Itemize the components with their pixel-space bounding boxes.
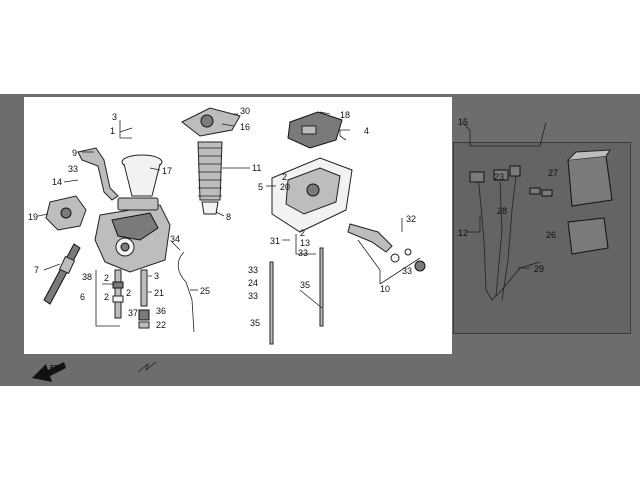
rubber-mount [567, 217, 609, 255]
callout-21: 21 [154, 288, 164, 298]
callout-6: 6 [80, 292, 85, 302]
callout-22: 22 [156, 320, 166, 330]
vacuum-piston [121, 154, 163, 197]
front-marker-label: FR. [50, 365, 61, 372]
callout-18: 18 [340, 110, 350, 120]
callout-2-e: 2 [300, 228, 305, 238]
callout-26: 26 [546, 230, 556, 240]
callout-2-b: 2 [104, 292, 109, 302]
jet-stack-center [138, 269, 150, 329]
callout-1: 1 [110, 126, 115, 136]
callout-2-c: 2 [126, 288, 131, 298]
float-and-needle [347, 223, 426, 272]
callout-37: 37 [128, 308, 138, 318]
callout-labels: 1 3 30 16 11 8 17 9 33 14 19 7 38 6 2 2 … [28, 106, 558, 330]
callout-5: 5 [258, 182, 263, 192]
jet-stack-left [112, 269, 124, 319]
diaphragm-spring [197, 141, 223, 215]
callout-33-low: 33 [248, 291, 258, 301]
callout-35-right: 35 [300, 280, 310, 290]
callout-28: 28 [497, 206, 507, 216]
callout-9: 9 [72, 148, 77, 158]
carburetor-diagram-panel [24, 97, 452, 354]
callout-8: 8 [226, 212, 231, 222]
callout-27: 27 [548, 168, 558, 178]
callout-32: 32 [406, 214, 416, 224]
carburetor-body [94, 197, 171, 273]
callout-15: 15 [458, 117, 468, 127]
callout-3-top: 3 [112, 112, 117, 122]
leader-lines [37, 111, 547, 327]
callout-33-mid: 33 [298, 248, 308, 258]
callout-7: 7 [34, 265, 39, 275]
callout-31: 31 [270, 236, 280, 246]
break-mark [137, 361, 157, 373]
callout-2-d: 2 [282, 172, 287, 182]
callout-35-left: 35 [250, 318, 260, 328]
callout-20: 20 [280, 182, 290, 192]
callout-33-float: 33 [402, 266, 412, 276]
top-cover-with-switch [287, 111, 343, 149]
float-chamber-bowl [271, 157, 353, 233]
callout-4: 4 [364, 126, 369, 136]
callout-2-a: 2 [104, 273, 109, 283]
callout-36: 36 [156, 306, 166, 316]
callout-10: 10 [380, 284, 390, 294]
callout-16: 16 [240, 122, 250, 132]
callout-30: 30 [240, 106, 250, 116]
callout-24: 24 [248, 278, 258, 288]
callout-25: 25 [200, 286, 210, 296]
terminal-connectors [529, 187, 553, 197]
choke-cable [77, 147, 119, 201]
callout-12: 12 [458, 228, 468, 238]
callout-3: 3 [154, 271, 159, 281]
wiring-harness [469, 165, 541, 301]
callout-14: 14 [52, 177, 62, 187]
top-cap-assembly [181, 107, 241, 137]
callout-33-left: 33 [68, 164, 78, 174]
callout-29: 29 [534, 264, 544, 274]
callout-33-rod: 33 [248, 265, 258, 275]
callout-23: 23 [494, 172, 504, 182]
callout-11: 11 [252, 163, 261, 173]
float-chamber-cover [45, 195, 87, 231]
long-rod-pair [269, 247, 324, 345]
drain-hose [177, 251, 195, 333]
control-module-box [567, 149, 613, 207]
callout-34: 34 [170, 234, 180, 244]
pilot-screw [43, 243, 81, 305]
callout-17: 17 [162, 166, 172, 176]
callout-38: 38 [82, 272, 92, 282]
front-direction-marker: FR. [32, 362, 66, 382]
callout-13: 13 [300, 238, 310, 248]
callout-19: 19 [28, 212, 38, 222]
